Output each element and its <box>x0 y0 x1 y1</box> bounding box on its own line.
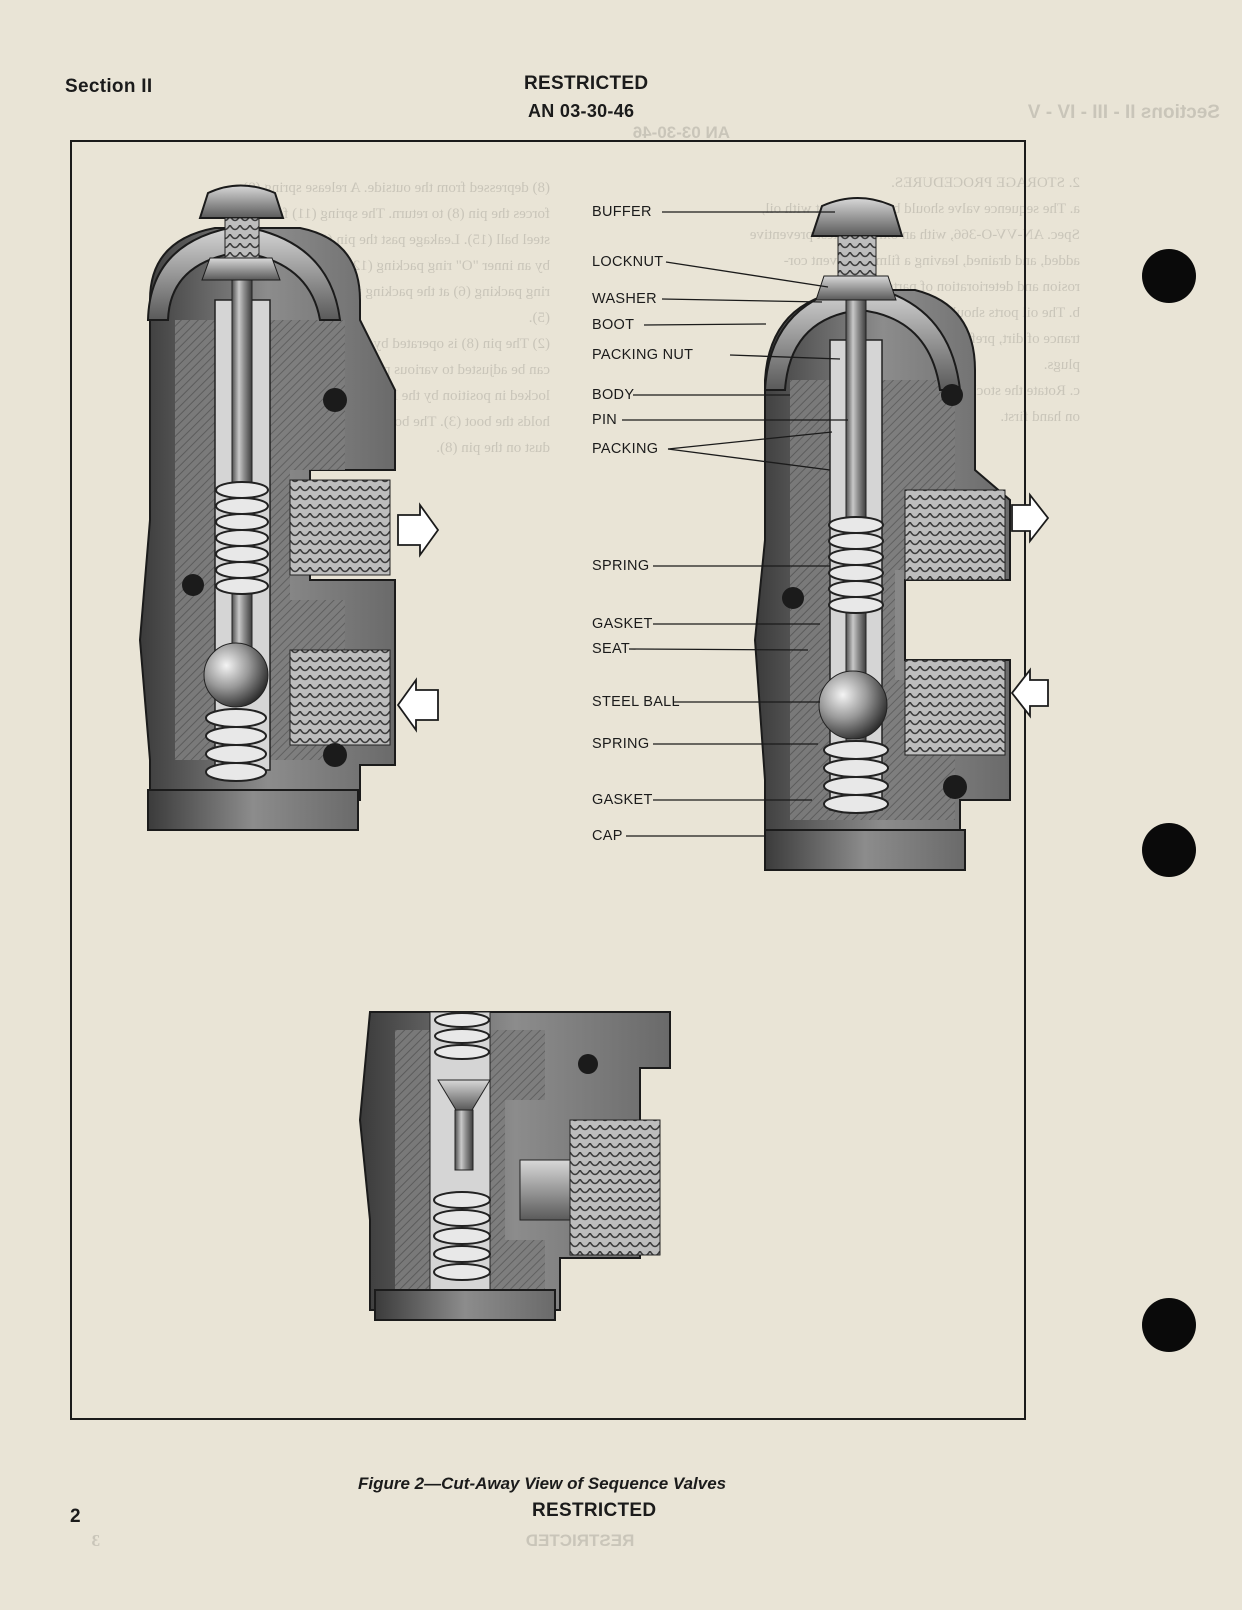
detail-drawing <box>358 1011 671 1321</box>
document-number: AN 03-30-46 <box>528 101 635 121</box>
label-packing: PACKING <box>592 441 659 457</box>
figure-caption: Figure 2—Cut-Away View of Sequence Valve… <box>358 1474 727 1493</box>
binder-hole-middle <box>1142 823 1196 877</box>
right-valve-drawing <box>753 197 1050 871</box>
binder-hole-top <box>1142 249 1196 303</box>
binder-hole-bottom <box>1142 1298 1196 1352</box>
label-steel-ball: STEEL BALL <box>592 694 680 710</box>
left-valve-drawing <box>138 184 440 831</box>
page-number: 2 <box>70 1506 81 1527</box>
section-heading: Section II <box>65 76 153 97</box>
classification-footer: RESTRICTED <box>532 1500 657 1521</box>
classification-header: RESTRICTED <box>524 73 649 94</box>
label-spring-lower: SPRING <box>592 736 650 752</box>
figure-frame <box>70 140 1026 1420</box>
label-boot: BOOT <box>592 317 635 333</box>
label-cap: CAP <box>592 828 623 844</box>
label-locknut: LOCKNUT <box>592 254 664 270</box>
label-pin: PIN <box>592 412 618 428</box>
label-washer: WASHER <box>592 291 657 307</box>
label-packing-nut: PACKING NUT <box>592 347 694 363</box>
label-body: BODY <box>592 387 635 403</box>
label-buffer: BUFFER <box>592 204 652 220</box>
label-gasket-lower: GASKET <box>592 792 653 808</box>
label-gasket-upper: GASKET <box>592 616 653 632</box>
label-spring-upper: SPRING <box>592 558 650 574</box>
label-seat: SEAT <box>592 641 630 657</box>
label-leader-lines <box>622 211 848 837</box>
